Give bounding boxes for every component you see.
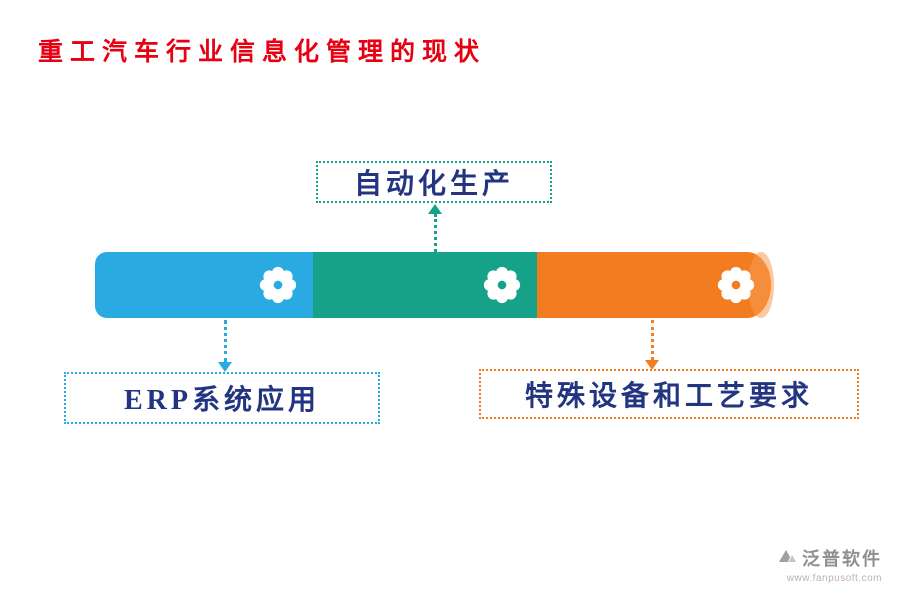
gear-hole	[273, 280, 283, 290]
page-title: 重工汽车行业信息化管理的现状	[38, 39, 487, 66]
gear-hole	[731, 280, 741, 290]
gear-hole	[497, 280, 507, 290]
arrow-down-icon	[645, 360, 659, 370]
footer-brand: 泛普软件 www.fanpusoft.com	[777, 545, 882, 584]
callout-erp: ERP系统应用	[64, 372, 380, 424]
callout-automation-label: 自动化生产	[353, 169, 514, 200]
connector-automation	[428, 204, 442, 252]
arrow-down-icon	[218, 362, 232, 372]
gear-icon	[483, 266, 521, 304]
connector-special-equipment	[645, 320, 659, 370]
gear-icon	[259, 266, 297, 304]
callout-erp-label: ERP系统应用	[123, 385, 320, 416]
dotted-line	[650, 320, 654, 360]
dotted-line	[433, 214, 437, 252]
callout-special-equipment: 特殊设备和工艺要求	[479, 369, 859, 419]
callout-special-equipment-label: 特殊设备和工艺要求	[524, 381, 813, 412]
connector-erp	[218, 320, 232, 372]
fanpu-logo-icon	[777, 546, 797, 571]
callout-automation: 自动化生产	[316, 161, 552, 203]
brand-name: 泛普软件	[802, 549, 882, 569]
dotted-line	[223, 320, 227, 362]
bar-segment-automation	[313, 252, 537, 318]
brand-url: www.fanpusoft.com	[786, 573, 882, 584]
bar-segment-special-equipment	[537, 252, 774, 318]
bar-segment-erp	[95, 252, 313, 318]
cylinder-bar	[95, 252, 774, 318]
arrow-up-icon	[428, 204, 442, 214]
gear-icon	[717, 266, 755, 304]
